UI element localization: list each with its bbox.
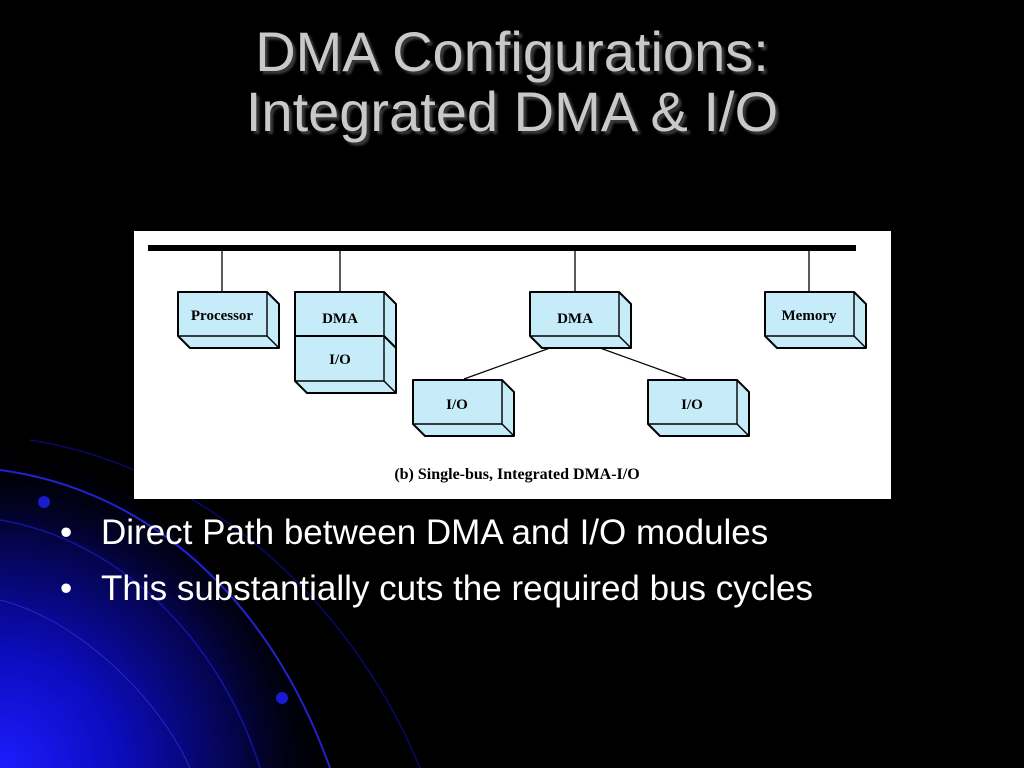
blue-arc <box>0 519 261 768</box>
bullet-text: This substantially cuts the required bus… <box>101 569 813 608</box>
memory-box: Memory <box>764 291 867 349</box>
title-line-2: Integrated DMA & I/O <box>245 80 779 143</box>
slide-title: DMA Configurations: Integrated DMA & I/O <box>0 22 1024 142</box>
io-center-left-label: I/O <box>446 397 468 413</box>
blue-arc <box>0 599 191 768</box>
system-bus <box>148 245 856 251</box>
blue-dot <box>38 496 50 508</box>
io-left-label: I/O <box>329 352 351 368</box>
dma-diagram: Processor DMA I/O DMA Memory <box>148 245 867 483</box>
bullet-item: • Direct Path between DMA and I/O module… <box>60 505 813 561</box>
title-line-1: DMA Configurations: <box>255 20 769 83</box>
bullet-marker: • <box>60 513 73 552</box>
blue-arc <box>29 439 421 768</box>
io-box-center-right: I/O <box>647 379 750 437</box>
dma-center-label: DMA <box>557 311 593 327</box>
bullet-marker: • <box>60 569 73 608</box>
memory-label: Memory <box>782 308 837 324</box>
io-box-left: I/O <box>294 335 397 394</box>
dma-left-label: DMA <box>322 311 358 327</box>
bullet-text: Direct Path between DMA and I/O modules <box>101 513 769 552</box>
diagram-caption: (b) Single-bus, Integrated DMA-I/O <box>394 466 639 483</box>
io-center-right-label: I/O <box>681 397 703 413</box>
blue-arc <box>0 469 331 768</box>
io-box-center-left: I/O <box>412 379 515 437</box>
bullet-list: • Direct Path between DMA and I/O module… <box>60 505 813 617</box>
bullet-item: • This substantially cuts the required b… <box>60 561 813 617</box>
blue-dot <box>276 692 288 704</box>
blue-wave <box>0 440 340 768</box>
dma-diagram-figure: Processor DMA I/O DMA Memory <box>134 231 891 499</box>
processor-label: Processor <box>191 308 254 324</box>
dma-box-center: DMA <box>529 291 632 349</box>
processor-box: Processor <box>177 291 280 349</box>
